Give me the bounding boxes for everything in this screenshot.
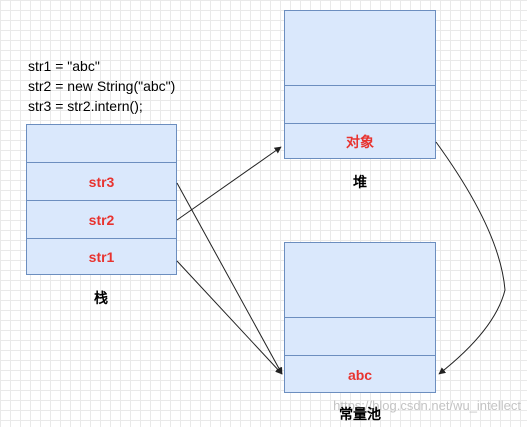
arrow-str1-to-pool-abc xyxy=(176,260,283,375)
heap-cell-empty-2 xyxy=(285,85,435,123)
stack-cell-str3: str3 xyxy=(27,162,176,200)
stack-label: 栈 xyxy=(94,290,108,306)
stack-box: str3 str2 str1 xyxy=(26,124,177,275)
arrow-heap-object-to-pool-abc xyxy=(435,141,506,375)
heap-box: 对象 xyxy=(284,10,436,159)
pool-label: 常量池 xyxy=(339,406,381,422)
heap-label: 堆 xyxy=(353,174,367,190)
stack-cell-str1: str1 xyxy=(27,238,176,275)
arrow-str3-to-pool-abc xyxy=(176,182,283,375)
pool-cell-abc: abc xyxy=(285,355,435,393)
stack-cell-str2: str2 xyxy=(27,200,176,238)
heap-cell-object: 对象 xyxy=(285,123,435,159)
arrow-str2-to-heap-object xyxy=(176,146,282,221)
code-line-1: str1 = "abc" xyxy=(28,58,100,74)
pool-cell-empty-2 xyxy=(285,317,435,355)
code-line-3: str3 = str2.intern(); xyxy=(28,98,143,114)
pool-box: abc xyxy=(284,242,436,393)
watermark: https://blog.csdn.net/wu_intellect xyxy=(333,398,521,413)
code-line-2: str2 = new String("abc") xyxy=(28,78,176,94)
